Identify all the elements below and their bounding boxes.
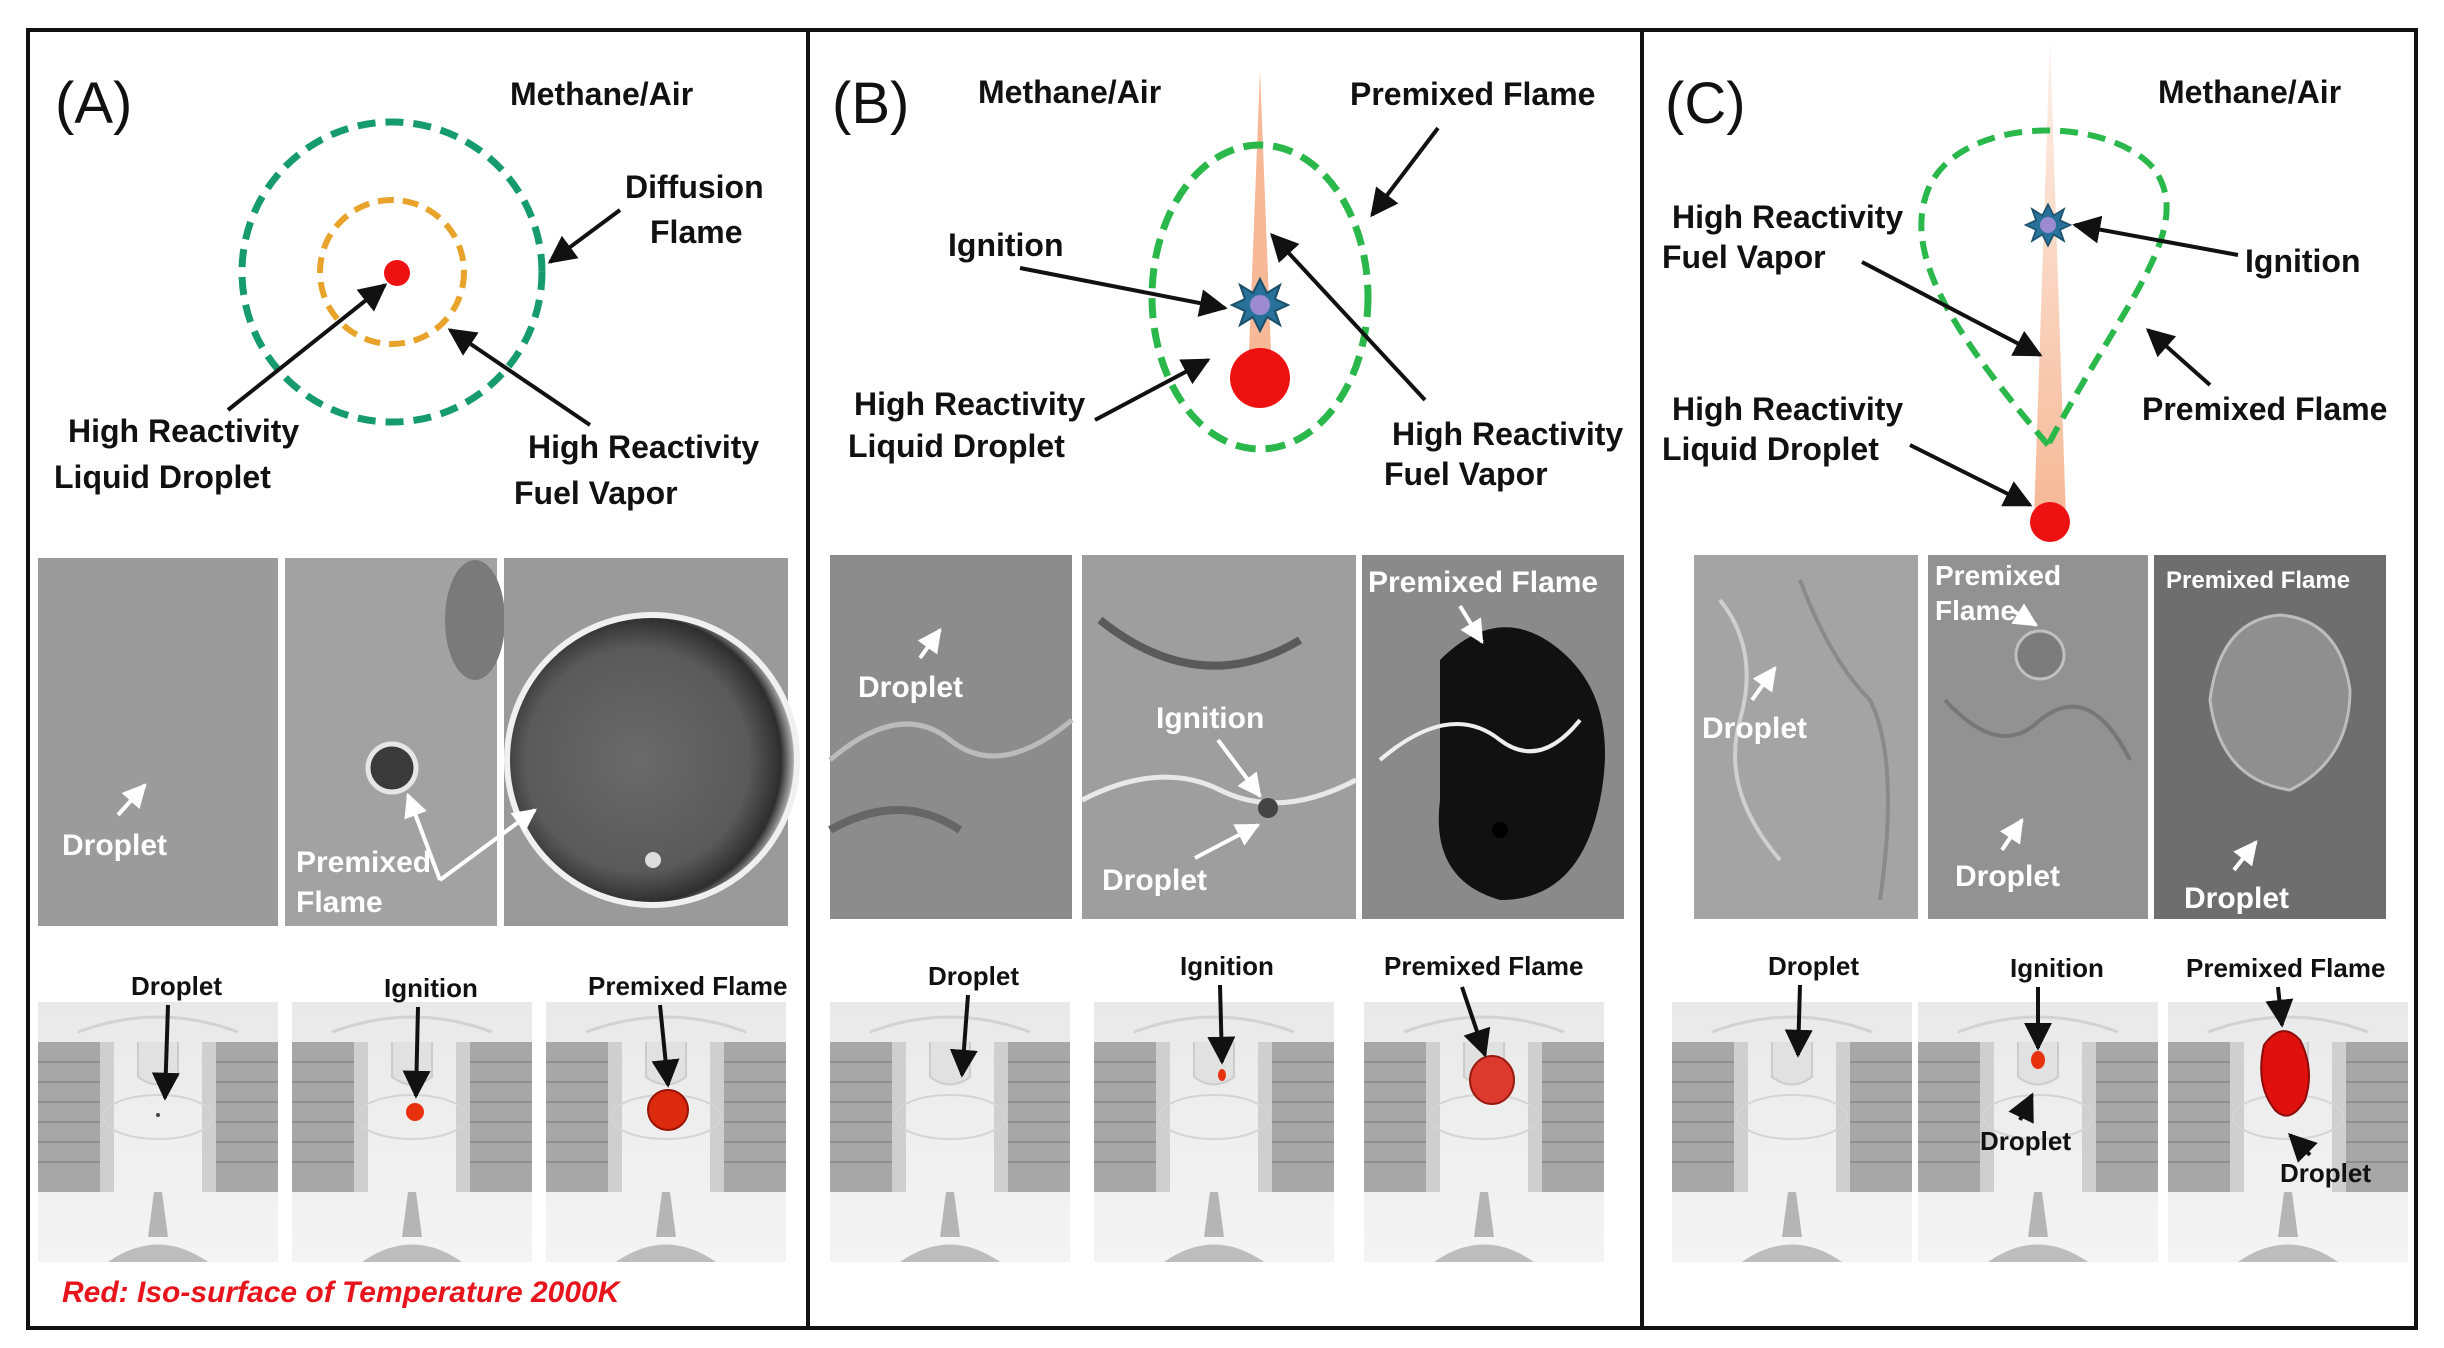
photo-b-premixed-arrow bbox=[1458, 604, 1484, 645]
droplet-label-line1: High Reactivity bbox=[68, 413, 299, 449]
sim-b2-label: Ignition bbox=[1180, 951, 1274, 981]
panel-b-letter: (B) bbox=[832, 71, 909, 136]
droplet-b-line1: High Reactivity bbox=[854, 386, 1085, 422]
diffusion-flame-ring bbox=[238, 118, 546, 426]
vapor-b-line2: Fuel Vapor bbox=[1384, 456, 1548, 492]
droplet-b-line2: Liquid Droplet bbox=[848, 428, 1065, 464]
sim-a3-label: Premixed Flame bbox=[588, 971, 787, 1001]
panel-c: (C) Methane/Air High Reactivity Fuel Vap… bbox=[1662, 40, 2410, 1264]
sim-a1-arrow bbox=[151, 1004, 180, 1101]
photo-b2 bbox=[1082, 555, 1356, 919]
sim-c2-droplet-arrow bbox=[2008, 1092, 2034, 1124]
sim-c3-arrow bbox=[2265, 986, 2294, 1028]
diffusion-label-line1: Diffusion bbox=[625, 169, 764, 205]
vapor-b-line1: High Reactivity bbox=[1392, 416, 1623, 452]
photo-flame-arrow-1 bbox=[404, 792, 442, 881]
photo-c-droplet2-arrow bbox=[2000, 818, 2024, 852]
photo-b-ignition: Ignition bbox=[1156, 702, 1264, 735]
photo-c-droplet3-arrow bbox=[2232, 840, 2258, 872]
vapor-label-line2: Fuel Vapor bbox=[514, 475, 678, 511]
ignition-label-c: Ignition bbox=[2245, 243, 2361, 279]
droplet-arrow bbox=[226, 283, 388, 412]
vapor-c-line1: High Reactivity bbox=[1672, 199, 1903, 235]
vapor-arrow bbox=[447, 328, 592, 427]
vapor-label-line1: High Reactivity bbox=[528, 429, 759, 465]
panel-c-letter: (C) bbox=[1665, 71, 1746, 136]
droplet-label-line2: Liquid Droplet bbox=[54, 459, 271, 495]
panel-a-letter: (A) bbox=[55, 71, 132, 136]
sim-c1-arrow bbox=[1784, 984, 1813, 1058]
photo-c-flame2: Flame bbox=[1935, 595, 2016, 626]
sim-c2-label: Ignition bbox=[2010, 953, 2104, 983]
panel-a-gas-label: Methane/Air bbox=[510, 76, 693, 112]
photo-b-droplet2: Droplet bbox=[1102, 864, 1207, 897]
panel-b-gas-label: Methane/Air bbox=[978, 74, 1161, 110]
diffusion-arrow bbox=[547, 208, 622, 264]
ignition-star bbox=[1231, 278, 1289, 332]
photo-c-flame1: Premixed bbox=[1935, 560, 2061, 591]
droplet-arrow-b bbox=[1094, 358, 1211, 422]
sim-c2-droplet: Droplet bbox=[1980, 1126, 2071, 1156]
sim-c1-label: Droplet bbox=[1768, 951, 1859, 981]
sim-b3-arrow bbox=[1460, 986, 1491, 1058]
panel-c-gas-label: Methane/Air bbox=[2158, 74, 2341, 110]
photo-c-droplet1: Droplet bbox=[1702, 712, 1807, 745]
temperature-note: Red: Iso-surface of Temperature 2000K bbox=[62, 1276, 622, 1309]
panel-c-frame bbox=[1640, 28, 2418, 1330]
photo-b1 bbox=[830, 555, 1072, 919]
photo-c-premixed: Premixed Flame bbox=[2166, 567, 2350, 594]
photo-b-droplet1-arrow bbox=[917, 628, 942, 660]
photo-droplet-label: Droplet bbox=[62, 829, 167, 862]
premixed-flame-teardrop bbox=[1918, 127, 2170, 451]
ignition-star-c bbox=[2024, 203, 2072, 247]
droplet-arrow-c bbox=[1909, 443, 2033, 507]
vapor-arrow-b bbox=[1270, 232, 1427, 402]
droplet-c-line1: High Reactivity bbox=[1672, 391, 1903, 427]
photo-b-premixed: Premixed Flame bbox=[1368, 566, 1598, 599]
premixed-label-c: Premixed Flame bbox=[2142, 391, 2387, 427]
photo-flame-arrow-2 bbox=[438, 808, 537, 882]
sim-a2-arrow bbox=[402, 1006, 431, 1099]
ignition-label-b: Ignition bbox=[948, 227, 1064, 263]
liquid-droplet bbox=[384, 260, 410, 286]
sim-c3-label: Premixed Flame bbox=[2186, 953, 2385, 983]
photo-a1 bbox=[38, 558, 278, 926]
photo-flame-label-line2: Flame bbox=[296, 886, 383, 919]
liquid-droplet-b bbox=[1230, 348, 1290, 408]
ignition-arrow-b bbox=[1019, 266, 1228, 317]
panel-b-premixed-label: Premixed Flame bbox=[1350, 76, 1595, 112]
photo-flame-label-line1: Premixed bbox=[296, 846, 431, 879]
sim-b1-arrow bbox=[949, 994, 978, 1078]
panel-b: (B) Methane/Air Premixed Flame Ignition … bbox=[828, 70, 1624, 1264]
premixed-arrow-c bbox=[2145, 328, 2212, 387]
sim-a2-label: Ignition bbox=[384, 973, 478, 1003]
droplet-c-line2: Liquid Droplet bbox=[1662, 431, 1879, 467]
sim-c3-droplet: Droplet bbox=[2280, 1158, 2371, 1188]
photo-b-ignition-arrow bbox=[1216, 738, 1262, 798]
photo-c-droplet2: Droplet bbox=[1955, 860, 2060, 893]
premixed-arrow-b bbox=[1370, 126, 1440, 218]
vapor-c-line2: Fuel Vapor bbox=[1662, 239, 1826, 275]
sim-a1-label: Droplet bbox=[131, 971, 222, 1001]
photo-b-droplet2-arrow bbox=[1194, 823, 1261, 860]
photo-droplet-arrow bbox=[116, 783, 147, 817]
photo-c-flame-arrow bbox=[2010, 603, 2039, 627]
sim-b2-arrow bbox=[1207, 984, 1236, 1065]
photo-c-droplet1-arrow bbox=[1750, 666, 1777, 702]
panel-a: (A) Methane/Air Diffusion Flame High Rea… bbox=[36, 71, 800, 1309]
liquid-droplet-c bbox=[2030, 502, 2070, 542]
photo-c-droplet3: Droplet bbox=[2184, 882, 2289, 915]
ignition-arrow-c bbox=[2072, 215, 2239, 257]
sim-c3-droplet-arrow bbox=[2288, 1133, 2318, 1163]
sim-a3-arrow bbox=[651, 1004, 680, 1088]
premixed-flame-ring bbox=[1148, 141, 1372, 453]
diffusion-label-line2: Flame bbox=[650, 214, 742, 250]
photo-b-droplet1: Droplet bbox=[858, 671, 963, 704]
sim-b3-label: Premixed Flame bbox=[1384, 951, 1583, 981]
vapor-arrow-c bbox=[1861, 260, 2043, 357]
sim-b1-label: Droplet bbox=[928, 961, 1019, 991]
vapor-plume-c bbox=[2034, 40, 2066, 520]
fuel-vapor-ring bbox=[317, 197, 467, 347]
